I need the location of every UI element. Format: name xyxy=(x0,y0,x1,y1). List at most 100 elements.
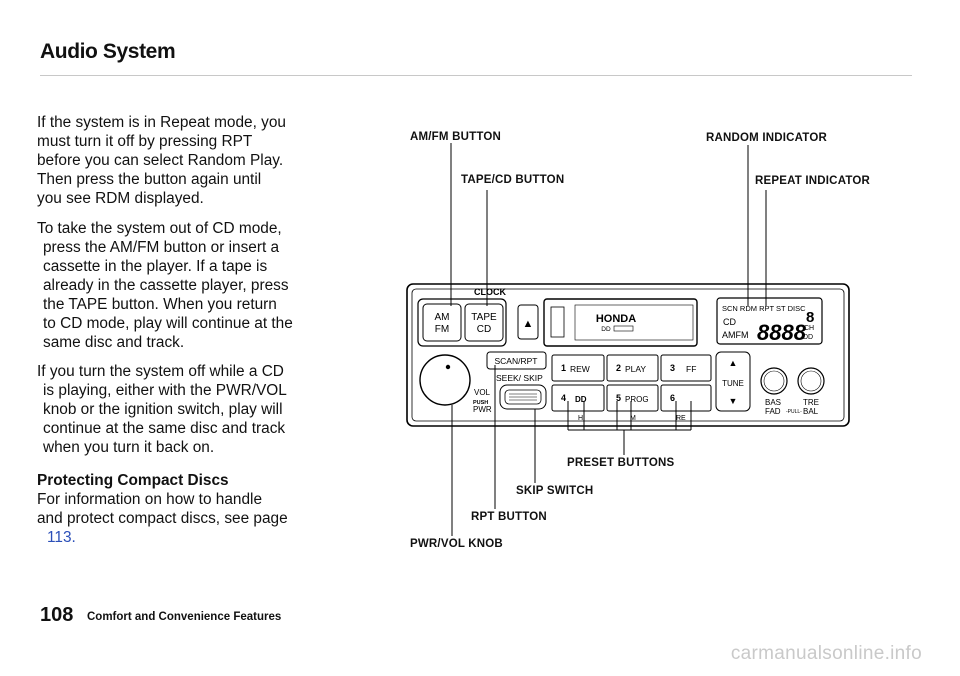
text-line: cassette in the player. If a tape is xyxy=(43,258,268,275)
text-line: and protect compact discs, see page xyxy=(37,510,288,527)
text-line: If you turn the system off while a CD xyxy=(37,363,284,380)
radio-inner-bezel xyxy=(411,288,845,422)
preset-3-label: FF xyxy=(686,364,696,374)
amfm-button xyxy=(422,303,462,342)
pwrvol-knob xyxy=(419,354,471,406)
tune-down-icon: ▼ xyxy=(729,396,738,406)
tune-up-icon: ▲ xyxy=(729,358,738,368)
dolby-mark: DD xyxy=(601,326,611,333)
bas-text: BAS xyxy=(765,398,781,407)
leader-lines xyxy=(450,143,767,536)
preset-button-2 xyxy=(606,354,659,382)
tape-indicator xyxy=(613,325,634,332)
tre-text: TRE xyxy=(803,398,819,407)
re-label: RE xyxy=(676,415,686,422)
tapecd-cd-text: CD xyxy=(477,324,491,335)
m-label: M xyxy=(630,415,636,422)
h-label: H xyxy=(578,415,583,422)
pwr-text: PWR xyxy=(473,405,492,414)
text-line: the TAPE button. When you return xyxy=(43,296,277,313)
preset-1-number: 1 xyxy=(561,363,566,373)
cassette-window xyxy=(574,304,694,341)
text-line: continue at the same disc and track xyxy=(43,420,286,437)
page-number: 108 xyxy=(40,604,74,626)
eject-icon: ▲ xyxy=(523,318,534,330)
text-line: you see RDM displayed. xyxy=(37,190,204,207)
text-line: when you turn it back on. xyxy=(43,439,215,456)
paragraph-power-off: If you turn the system off while a CD is… xyxy=(37,362,317,457)
text-line: To take the system out of CD mode, xyxy=(37,220,282,237)
amfm-fm-text: FM xyxy=(435,324,449,335)
push-text: PUSH xyxy=(473,400,488,406)
preset-3-number: 3 xyxy=(670,363,675,373)
text-line: is playing, either with the PWR/VOL xyxy=(43,382,287,399)
preset-button-5 xyxy=(606,384,659,412)
callout-repeat-indicator: REPEAT INDICATOR xyxy=(755,175,871,187)
bass-knob xyxy=(760,367,788,395)
honda-logo: HONDA xyxy=(596,313,636,325)
callout-amfm-button: AM/FM BUTTON xyxy=(410,131,501,143)
display-dd: DD xyxy=(803,334,813,341)
footer-section-title: Comfort and Convenience Features xyxy=(87,611,282,623)
preset-2-number: 2 xyxy=(616,363,621,373)
text-line: already in the cassette player, press xyxy=(43,277,289,294)
tapecd-tape-text: TAPE xyxy=(471,312,497,323)
preset-2-label: PLAY xyxy=(625,364,646,374)
paragraph-cd-mode: To take the system out of CD mode, press… xyxy=(37,219,317,352)
callout-skip-switch: SKIP SWITCH xyxy=(516,485,594,497)
text-line: If the system is in Repeat mode, you xyxy=(37,114,286,131)
callout-rpt-button: RPT BUTTON xyxy=(471,511,547,523)
text-line: Then press the button again until xyxy=(37,171,262,188)
text-line: knob or the ignition switch, play will xyxy=(43,401,283,418)
watermark: carmanualsonline.info xyxy=(730,643,922,664)
preset-button-6 xyxy=(660,384,712,412)
preset-button-1 xyxy=(551,354,605,382)
preset-button-4 xyxy=(551,384,605,412)
cassette-slot-mark xyxy=(550,306,565,338)
display-cd: CD xyxy=(723,317,736,327)
pull-text: -PULL- xyxy=(786,409,802,415)
preset-6-number: 6 xyxy=(670,393,675,403)
cassette-door xyxy=(543,298,698,347)
page-title: Audio System xyxy=(40,40,176,63)
amfm-am-text: AM xyxy=(435,312,450,323)
tune-text: TUNE xyxy=(722,379,744,388)
preset-4-label: DD xyxy=(575,395,587,404)
fad-text: FAD xyxy=(765,407,781,416)
text-line: must turn it off by pressing RPT xyxy=(37,133,253,150)
text-line: to CD mode, play will continue at the xyxy=(43,315,293,332)
display-amfm: AMFM xyxy=(722,330,749,340)
tune-button xyxy=(715,351,751,412)
display-disc-number: 8 xyxy=(806,309,814,326)
callout-tapecd-button: TAPE/CD BUTTON xyxy=(461,174,565,186)
text-line: For information on how to handle xyxy=(37,491,263,508)
text-line: before you can select Random Play. xyxy=(37,152,284,169)
paragraph-repeat-mode: If the system is in Repeat mode, you mus… xyxy=(37,113,317,208)
preset-button-3 xyxy=(660,354,712,382)
callout-pwrvol-knob: PWR/VOL KNOB xyxy=(410,538,503,550)
source-button-group xyxy=(417,298,507,347)
preset-5-number: 5 xyxy=(616,393,621,403)
paragraph-protecting-discs: Protecting Compact Discs For information… xyxy=(37,471,317,547)
text-line: same disc and track. xyxy=(43,334,185,351)
clock-label: CLOCK xyxy=(474,287,506,297)
scan-rpt-text: SCAN/RPT xyxy=(495,356,538,366)
display-ch: CH xyxy=(804,325,814,332)
section-heading: Protecting Compact Discs xyxy=(37,472,229,489)
eject-button xyxy=(517,304,539,340)
preset-1-label: REW xyxy=(570,364,590,374)
seek-skip-text: SEEK/ SKIP xyxy=(496,373,543,383)
vol-text: VOL xyxy=(474,388,491,397)
preset-4-number: 4 xyxy=(561,393,566,403)
title-rule xyxy=(40,75,912,76)
text-line: press the AM/FM button or insert a xyxy=(43,239,280,256)
knob-indicator-dot xyxy=(445,364,451,370)
display-digits: 8888 xyxy=(757,320,807,345)
preset-5-label: PROG xyxy=(625,395,649,404)
page-link[interactable]: 113. xyxy=(47,529,76,546)
callout-random-indicator: RANDOM INDICATOR xyxy=(706,132,827,144)
bal-text: BAL xyxy=(803,407,819,416)
treble-knob xyxy=(797,367,825,395)
tapecd-button xyxy=(464,303,504,342)
